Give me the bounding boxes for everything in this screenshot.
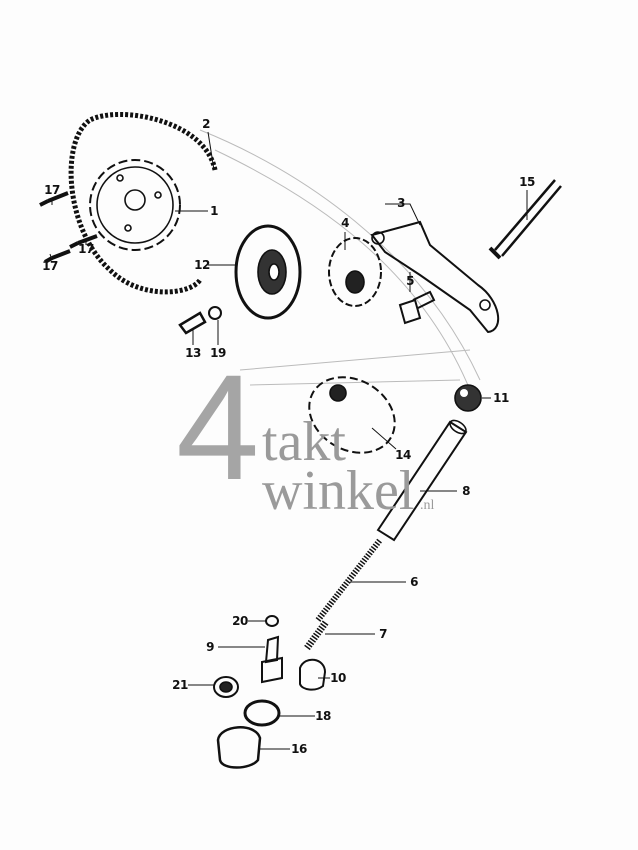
cap-10: [299, 658, 327, 691]
callout-label: 11: [493, 391, 509, 405]
bolt-17a: [39, 191, 69, 207]
rod-15: [494, 179, 562, 257]
watermark-digit: 4: [176, 343, 260, 511]
watermark-line2: winkel: [262, 460, 415, 522]
sprocket-4: [328, 237, 382, 307]
callout-label: 10: [330, 671, 346, 685]
washer-20: [265, 615, 279, 627]
callout-label: 16: [291, 742, 307, 756]
bolt-5: [398, 290, 436, 325]
callout-label: 12: [194, 258, 210, 272]
ghost-outline: [199, 129, 481, 391]
watermark-suffix: .nl: [420, 498, 435, 513]
callout-label: 7: [379, 627, 387, 641]
bolt-13: [178, 311, 207, 335]
callout-label: 9: [206, 640, 214, 654]
pulley-12: [234, 224, 302, 320]
callout-label: 17: [78, 242, 94, 256]
spring-7: [304, 619, 329, 651]
callout-label: 13: [185, 346, 201, 360]
callout-label: 17: [42, 259, 58, 273]
callout-label: 14: [395, 448, 411, 462]
watermark-line1: takt: [262, 411, 346, 473]
callout-label: 19: [210, 346, 226, 360]
callout-label: 15: [519, 175, 535, 189]
ball-11: [454, 384, 482, 412]
callout-label: 17: [44, 183, 60, 197]
callout-label: 6: [410, 575, 418, 589]
washer-19: [208, 306, 222, 320]
sprocket-1: [89, 159, 181, 251]
callout-label: 3: [397, 196, 405, 210]
callout-label: 21: [172, 678, 188, 692]
callout-label: 18: [315, 709, 331, 723]
tensioner-arm-3: [370, 220, 500, 334]
drive-chain: [68, 112, 218, 295]
bolt-17b: [69, 234, 98, 249]
callout-label: 1: [210, 204, 218, 218]
callout-label: 5: [406, 274, 414, 288]
spring-6: [315, 538, 383, 622]
o-ring-18: [243, 699, 281, 727]
plug-16: [216, 726, 262, 769]
callout-label: 2: [202, 117, 210, 131]
sprocket-14: [308, 376, 396, 454]
leader-lines: [49, 131, 528, 750]
callout-label: 20: [232, 614, 248, 628]
nut-21: [213, 676, 239, 698]
callout-label: 4: [341, 216, 349, 230]
stud-9: [261, 635, 283, 684]
bolt-17c: [44, 249, 71, 264]
callout-label: 8: [462, 484, 470, 498]
